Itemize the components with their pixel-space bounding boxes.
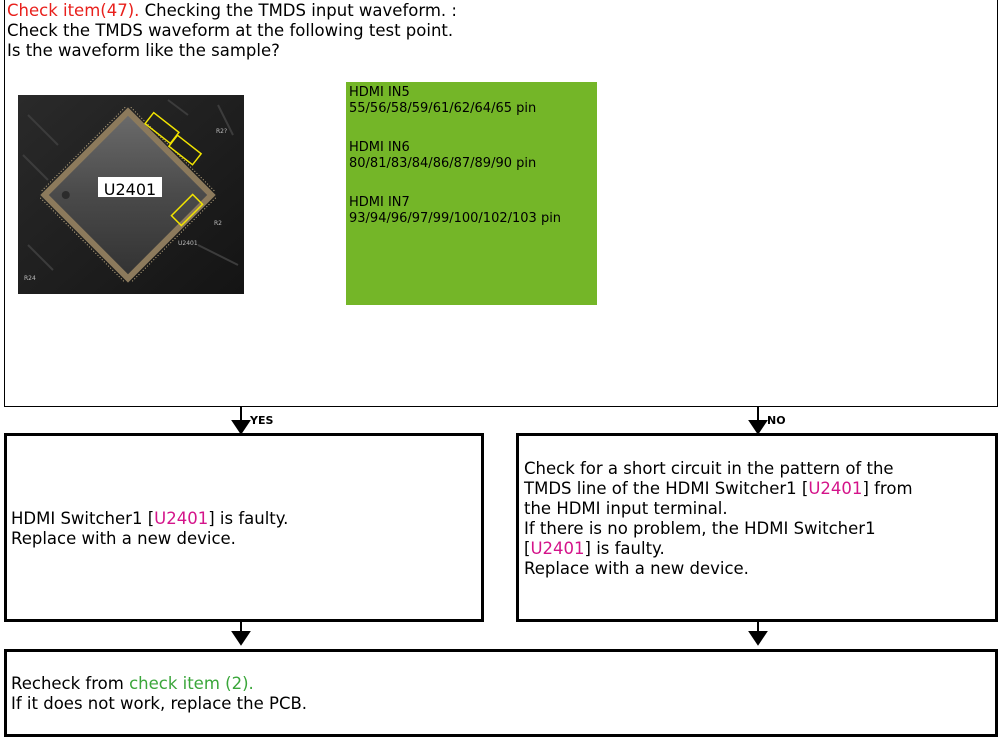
pin-group-pins: 93/94/96/97/99/100/102/103 pin (349, 211, 562, 226)
final-step-box (4, 649, 998, 737)
svg-text:R2?: R2? (216, 128, 227, 135)
pcb-photo-graphic: R2? R2 U2401 R24 (18, 95, 244, 294)
no-result-line4: If there is no problem, the HDMI Switche… (524, 519, 876, 538)
check-item-label: Check item(47). (7, 1, 140, 20)
final-line1: Recheck from check item (2). (11, 674, 254, 693)
part-ref-u2401: U2401 (808, 479, 863, 498)
no-result-line1: Check for a short circuit in the pattern… (524, 459, 894, 478)
check-question: Is the waveform like the sample? (7, 41, 280, 60)
pin-group-name: HDMI IN5 (349, 85, 410, 100)
yes-result-line2: Replace with a new device. (11, 529, 236, 548)
no-result-line5: [U2401] is faulty. (524, 539, 665, 558)
svg-text:R24: R24 (24, 275, 36, 282)
no-branch-label: NO (767, 414, 786, 427)
no-result-line6: Replace with a new device. (524, 559, 749, 578)
check-title: Check item(47). Checking the TMDS input … (7, 1, 987, 21)
pin-group-pins: 55/56/58/59/61/62/64/65 pin (349, 101, 537, 116)
svg-text:R2: R2 (214, 220, 222, 227)
yes-result-line1: HDMI Switcher1 [U2401] is faulty. (11, 509, 289, 528)
check-instruction: Check the TMDS waveform at the following… (7, 21, 454, 40)
test-point-pin-box (346, 82, 597, 305)
pcb-photo: R2? R2 U2401 R24 (18, 95, 244, 294)
part-ref-u2401: U2401 (530, 539, 585, 558)
no-result-box (516, 433, 998, 622)
pin-group-pins: 80/81/83/84/86/87/89/90 pin (349, 156, 537, 171)
no-result-line3: the HDMI input terminal. (524, 499, 728, 518)
pin-group-name: HDMI IN7 (349, 195, 410, 210)
final-line2: If it does not work, replace the PCB. (11, 694, 308, 713)
check-title-text: Checking the TMDS input waveform. : (144, 1, 457, 20)
yes-branch-label: YES (250, 414, 274, 427)
yes-result-box (4, 433, 484, 622)
part-ref-u2401: U2401 (154, 509, 209, 528)
check-item-link[interactable]: check item (2). (129, 674, 254, 693)
svg-text:U2401: U2401 (178, 240, 198, 247)
no-result-line2: TMDS line of the HDMI Switcher1 [U2401] … (524, 479, 913, 498)
chip-label: U2401 (103, 180, 157, 199)
pin-group-name: HDMI IN6 (349, 140, 410, 155)
